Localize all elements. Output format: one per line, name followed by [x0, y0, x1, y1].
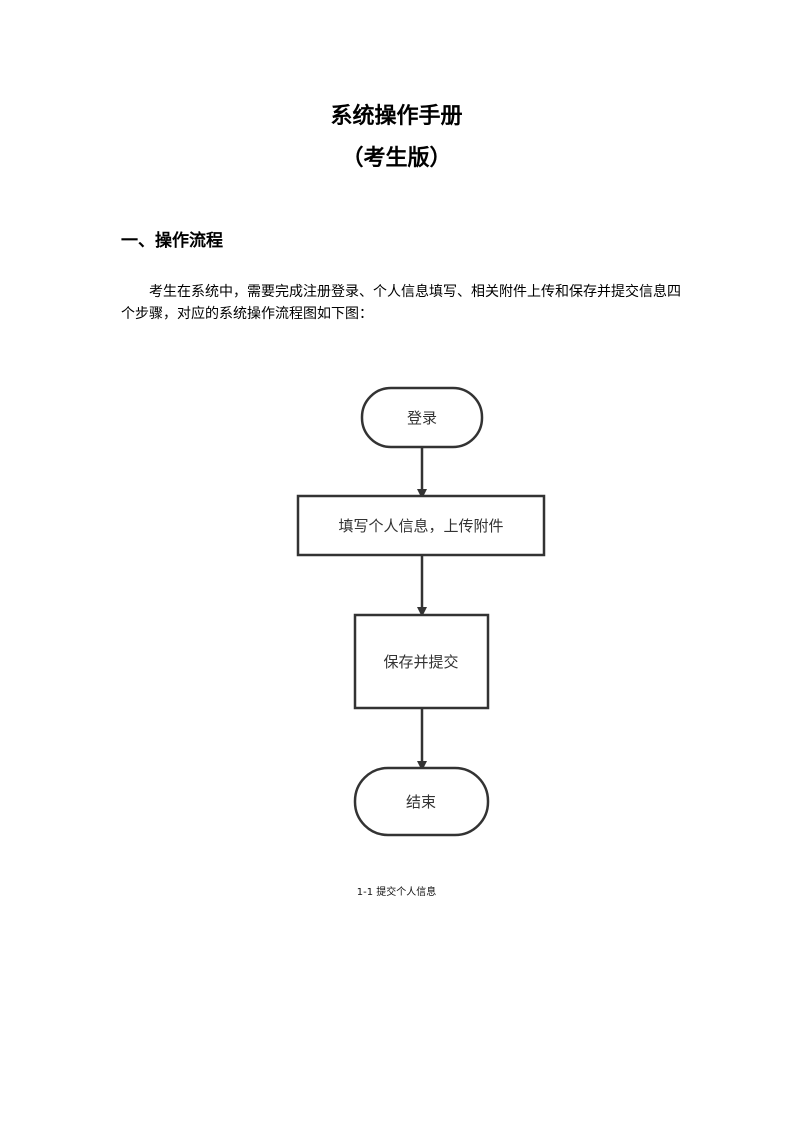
intro-paragraph: 考生在系统中，需要完成注册登录、个人信息填写、相关附件上传和保存并提交信息四个步… [121, 284, 681, 322]
node-fill-info: 填写个人信息，上传附件 [296, 494, 546, 557]
figure-caption: 1-1 提交个人信息 [356, 887, 437, 898]
node-login-label: 登录 [407, 409, 437, 427]
document-subtitle: （考生版） [341, 146, 452, 171]
node-login: 登录 [360, 386, 484, 449]
node-save-submit: 保存并提交 [353, 613, 490, 710]
section-heading: 一、操作流程 [121, 231, 223, 251]
node-end: 结束 [353, 766, 490, 837]
node-fill-info-label: 填写个人信息，上传附件 [338, 517, 503, 535]
document-title: 系统操作手册 [330, 104, 463, 129]
node-save-submit-label: 保存并提交 [383, 653, 458, 671]
node-end-label: 结束 [406, 793, 436, 811]
